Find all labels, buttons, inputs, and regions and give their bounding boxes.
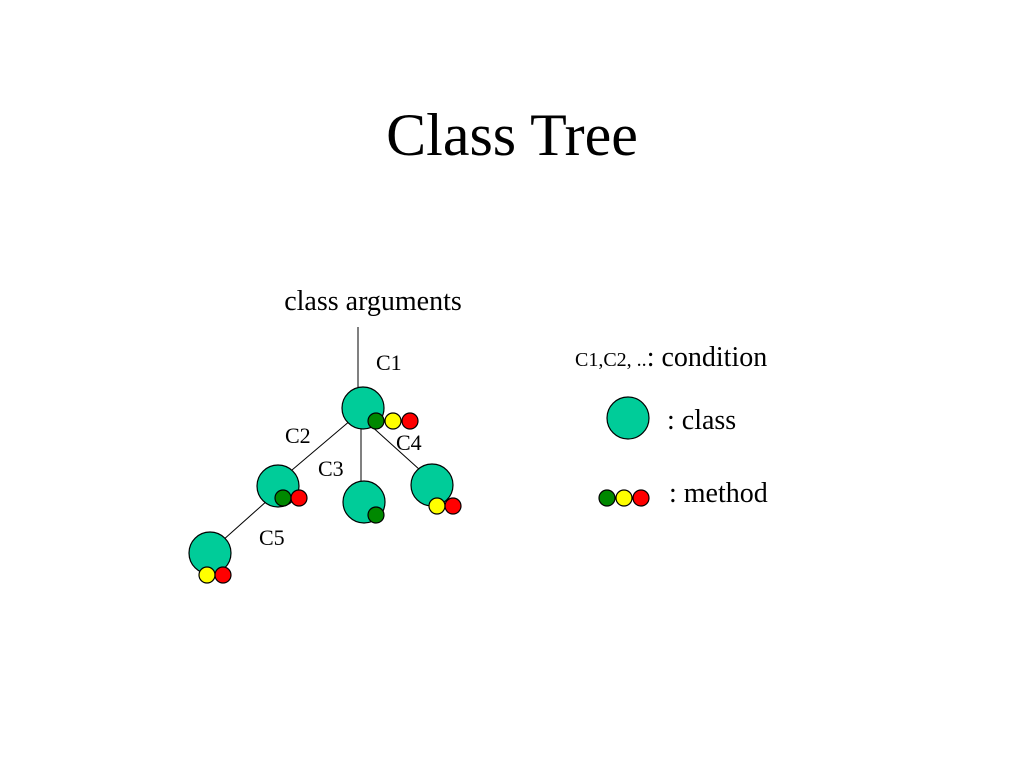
method-yellow-icon [384, 412, 402, 430]
condition-label-c1: C1 [376, 350, 402, 375]
legend-method-yellow-icon [615, 489, 633, 507]
method-green-icon [274, 489, 292, 507]
legend-class-icon [606, 396, 650, 440]
condition-label-c4: C4 [396, 430, 422, 455]
method-green-icon [367, 506, 385, 524]
root-label: class arguments [284, 286, 462, 317]
legend-condition: C1,C2, ..: condition [575, 342, 767, 373]
edge-c4 [368, 423, 421, 471]
method-red-icon [401, 412, 419, 430]
edge-c5 [221, 499, 269, 542]
method-yellow-icon [198, 566, 216, 584]
method-yellow-icon [428, 497, 446, 515]
slide-title: Class Tree [386, 102, 638, 168]
method-red-icon [444, 497, 462, 515]
legend-method-red-icon [632, 489, 650, 507]
legend-method-green-icon [598, 489, 616, 507]
condition-label-c5: C5 [259, 525, 285, 550]
legend-condition-prefix: C1,C2, .. [575, 349, 647, 371]
legend-method-text: : method [669, 478, 768, 509]
method-red-icon [214, 566, 232, 584]
edge-c2 [291, 419, 352, 471]
method-green-icon [367, 412, 385, 430]
legend-condition-text: : condition [647, 342, 768, 373]
condition-label-c2: C2 [285, 423, 311, 448]
legend-class-text: : class [667, 405, 736, 436]
method-red-icon [290, 489, 308, 507]
condition-label-c3: C3 [318, 456, 344, 481]
